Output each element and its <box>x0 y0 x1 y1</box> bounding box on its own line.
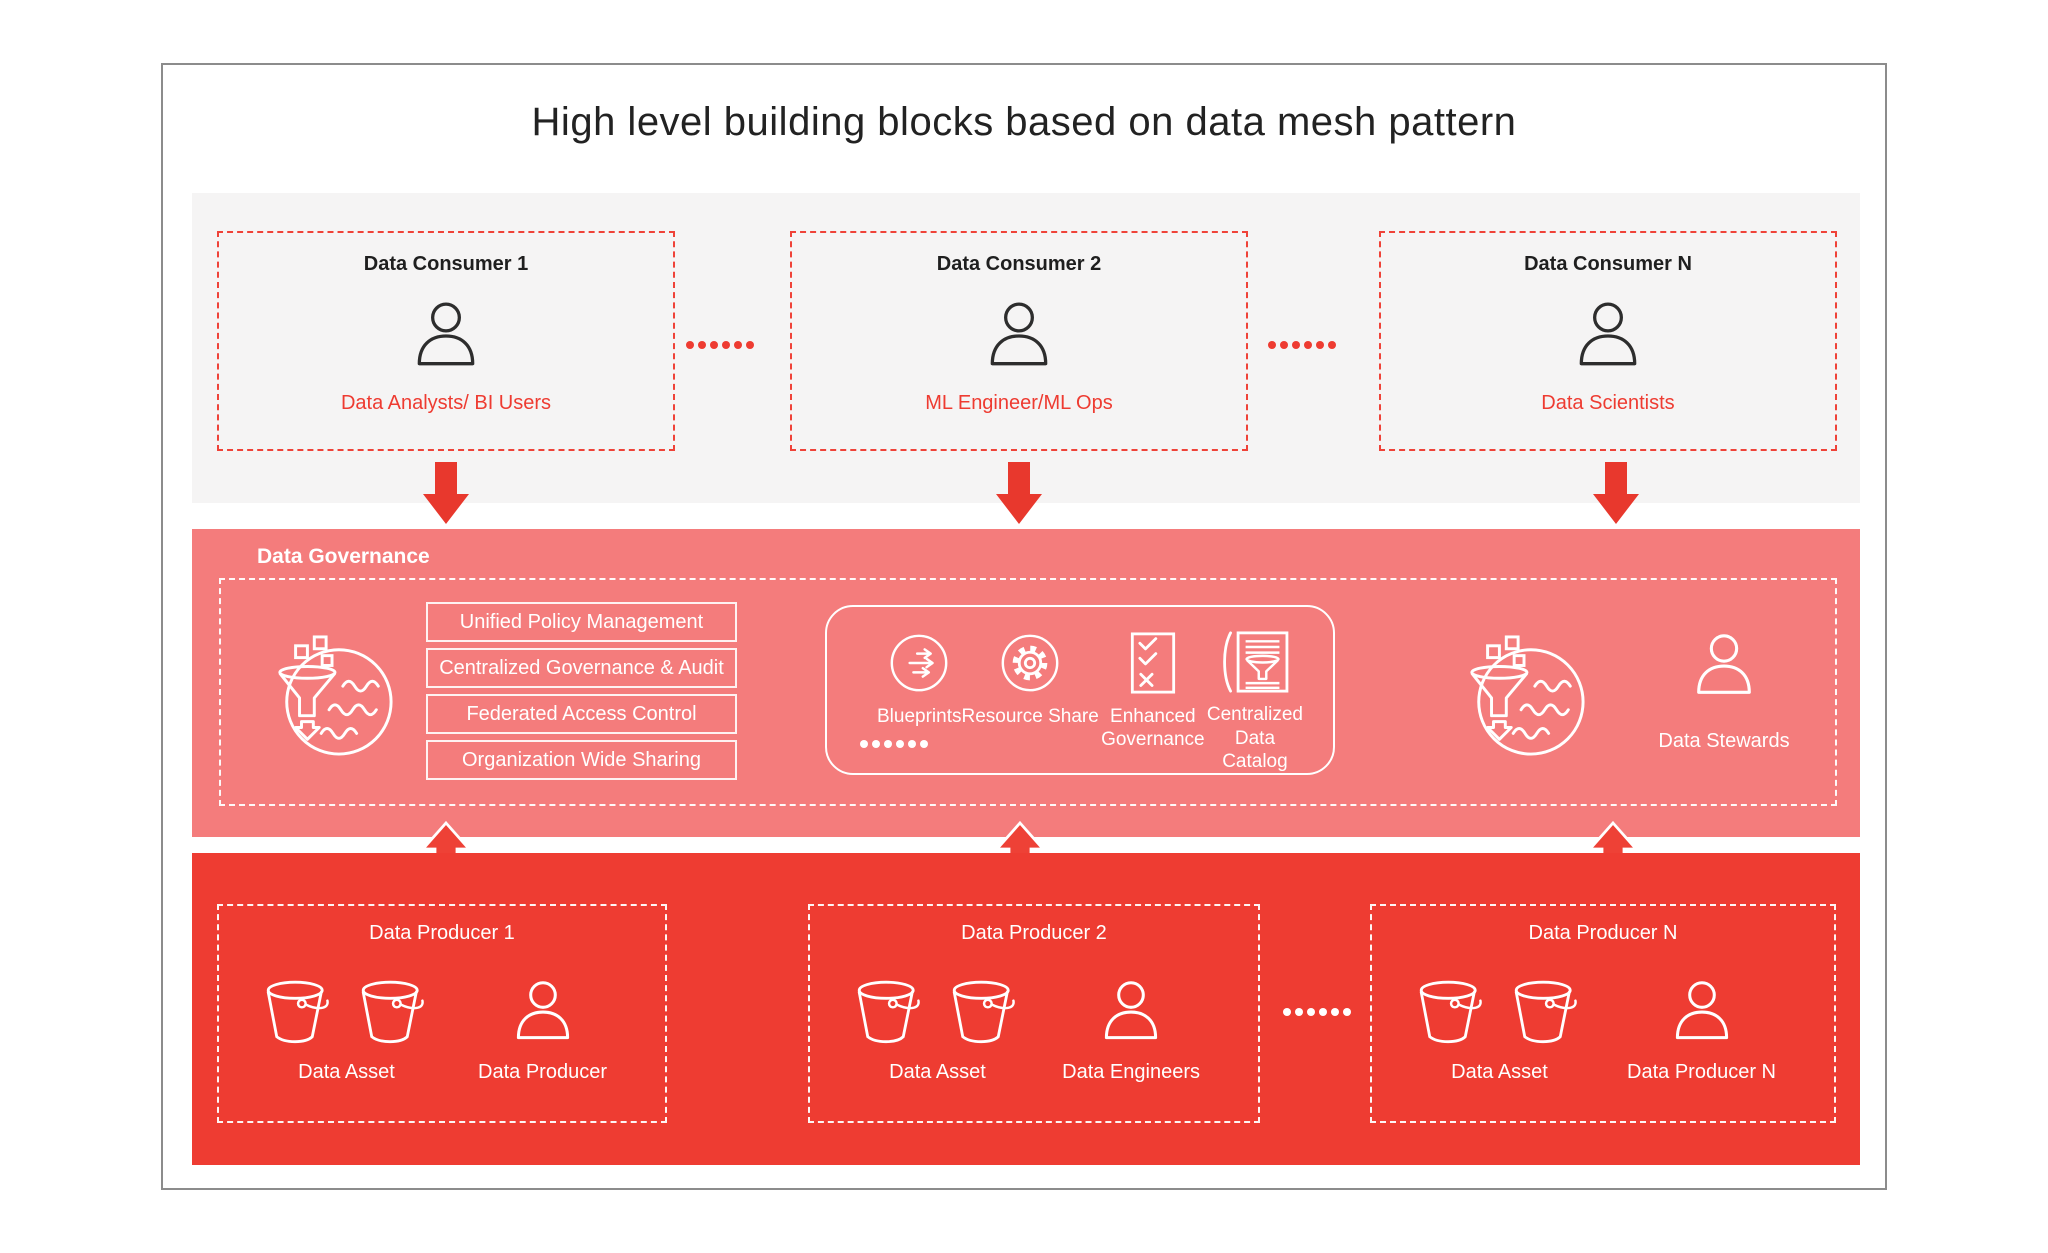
data-lake-funnel-icon <box>270 633 396 759</box>
down-arrow-icon <box>1593 462 1639 524</box>
ellipsis-dots-icon <box>1268 341 1336 349</box>
policy-item: Federated Access Control <box>426 694 737 734</box>
producer-title: Data Producer N <box>1528 922 1678 944</box>
consumer-title: Data Consumer 2 <box>936 253 1102 275</box>
policy-list: Unified Policy Management Centralized Go… <box>426 602 737 786</box>
producer-title: Data Producer 1 <box>369 922 515 944</box>
bucket-icon <box>949 977 1021 1049</box>
governance-band <box>192 529 1860 837</box>
data-producer-1-box: Data Producer 1 Data Asset Data Producer <box>217 904 667 1123</box>
policy-item: Centralized Governance & Audit <box>426 648 737 688</box>
asset-label: Data Asset <box>1451 1061 1548 1083</box>
data-asset-group: Data Asset <box>263 977 430 1084</box>
governance-services-panel: Blueprints Resource Share Enhanced Gover… <box>825 605 1335 775</box>
consumer-title: Data Consumer N <box>1524 253 1692 275</box>
person-icon <box>408 298 484 376</box>
bucket-icon <box>358 977 430 1049</box>
ellipsis-dots-icon <box>860 740 928 748</box>
data-consumer-1-box: Data Consumer 1 Data Analysts/ BI Users <box>217 231 675 451</box>
down-arrow-icon <box>996 462 1042 524</box>
asset-label: Data Asset <box>889 1061 986 1083</box>
data-producer-2-box: Data Producer 2 Data Asset Data Engineer… <box>808 904 1260 1123</box>
data-asset-group: Data Asset <box>854 977 1021 1084</box>
data-lake-funnel-icon <box>1462 633 1588 759</box>
service-label: Centralized Data Catalog <box>1206 704 1303 772</box>
consumer-title: Data Consumer 1 <box>363 253 529 275</box>
person-icon <box>1570 298 1646 376</box>
consumer-role: ML Engineer/ML Ops <box>925 392 1113 414</box>
policy-item: Unified Policy Management <box>426 602 737 642</box>
producer-person-group: Data Producer N <box>1627 977 1776 1084</box>
asset-label: Data Asset <box>298 1061 395 1083</box>
service-centralized-data-catalog: Centralized Data Catalog <box>1207 631 1303 773</box>
person-icon <box>1688 630 1760 704</box>
policy-item: Organization Wide Sharing <box>426 740 737 780</box>
bucket-icon <box>263 977 335 1049</box>
down-arrow-icon <box>423 462 469 524</box>
data-asset-group: Data Asset <box>1416 977 1583 1084</box>
data-catalog-icon <box>1221 631 1289 693</box>
ellipsis-dots-icon <box>686 341 754 349</box>
service-blueprints: Blueprints <box>877 631 962 773</box>
producer-person-group: Data Engineers <box>1062 977 1200 1084</box>
producer-title: Data Producer 2 <box>961 922 1107 944</box>
service-resource-share: Resource Share <box>962 631 1099 773</box>
governance-inner-container <box>219 578 1837 806</box>
bucket-icon <box>854 977 926 1049</box>
data-stewards-group: Data Stewards <box>1624 630 1824 753</box>
service-label: Blueprints <box>877 706 962 727</box>
gear-icon <box>1000 633 1060 693</box>
bucket-icon <box>1511 977 1583 1049</box>
person-icon <box>508 977 578 1049</box>
governance-band-label: Data Governance <box>257 545 430 568</box>
person-label: Data Producer N <box>1627 1061 1776 1083</box>
person-icon <box>981 298 1057 376</box>
consumer-role: Data Scientists <box>1541 392 1675 414</box>
producer-person-group: Data Producer <box>478 977 607 1084</box>
service-enhanced-governance: Enhanced Governance <box>1099 631 1207 773</box>
person-icon <box>1667 977 1737 1049</box>
service-label: Enhanced Governance <box>1101 706 1205 751</box>
ellipsis-dots-icon <box>1283 1008 1351 1016</box>
data-producer-n-box: Data Producer N Data Asset Data Producer… <box>1370 904 1836 1123</box>
person-label: Data Engineers <box>1062 1061 1200 1083</box>
person-label: Data Producer <box>478 1061 607 1083</box>
consumer-role: Data Analysts/ BI Users <box>340 392 552 414</box>
bucket-icon <box>1416 977 1488 1049</box>
data-consumer-2-box: Data Consumer 2 ML Engineer/ML Ops <box>790 231 1248 451</box>
page-title: High level building blocks based on data… <box>531 100 1517 144</box>
flow-arrows-icon <box>889 633 949 693</box>
checklist-icon <box>1130 632 1176 694</box>
data-consumer-n-box: Data Consumer N Data Scientists <box>1379 231 1837 451</box>
steward-label: Data Stewards <box>1658 730 1790 752</box>
person-icon <box>1096 977 1166 1049</box>
service-label: Resource Share <box>961 706 1099 727</box>
